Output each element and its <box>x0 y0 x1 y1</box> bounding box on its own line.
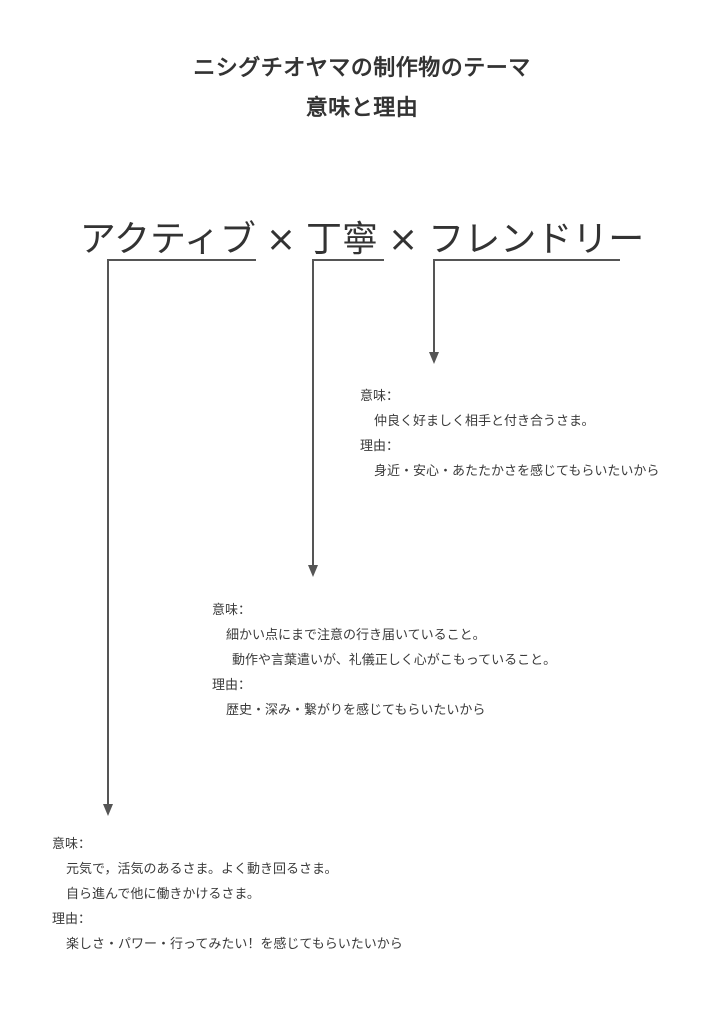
meaning-text: 動作や言葉遣いが、礼儀正しく心がこもっていること。 <box>232 653 557 668</box>
meaning-label: 意味： <box>360 389 400 404</box>
reason-text: 歴史・深み・繋がりを感じてもらいたいから <box>226 703 486 718</box>
arrow-down-icon <box>308 565 318 577</box>
meaning-text: 自ら進んで他に働きかけるさま。 <box>66 887 260 902</box>
keyword-separator: × <box>265 219 296 260</box>
meaning-label: 意味： <box>212 603 252 618</box>
teinei-description: 意味： 細かい点にまで注意の行き届いていること。 動作や言葉遣いが、礼儀正しく心… <box>212 598 556 723</box>
active-description: 意味： 元気で，活気のあるさま。よく動き回るさま。 自ら進んで他に働きかけるさま… <box>52 832 403 957</box>
keyword-teinei: 丁寧 <box>306 219 379 260</box>
page-subtitle: 意味と理由 <box>305 96 419 121</box>
friendly-description: 意味： 仲良く好ましく相手と付き合うさま。 理由： 身近・安心・あたたかさを感じ… <box>360 384 659 484</box>
reason-label: 理由： <box>212 678 252 693</box>
theme-keywords: アクティブ×丁寧×フレンドリー <box>0 210 724 262</box>
keyword-active: アクティブ <box>79 219 256 260</box>
page-title: ニシグチオヤマの制作物のテーマ <box>193 56 531 81</box>
arrow-down-icon <box>429 352 439 364</box>
keyword-friendly: フレンドリー <box>428 219 645 260</box>
arrow-down-icon <box>103 804 113 816</box>
keyword-separator: × <box>388 219 419 260</box>
meaning-label: 意味： <box>52 837 92 852</box>
connector-teinei <box>312 259 384 567</box>
reason-text: 楽しさ・パワー・行ってみたい！を感じてもらいたいから <box>66 937 403 952</box>
reason-text: 身近・安心・あたたかさを感じてもらいたいから <box>374 464 660 479</box>
meaning-text: 元気で，活気のあるさま。よく動き回るさま。 <box>66 862 338 877</box>
reason-label: 理由： <box>52 912 92 927</box>
reason-label: 理由： <box>360 439 400 454</box>
meaning-text: 仲良く好ましく相手と付き合うさま。 <box>374 414 595 429</box>
connector-active <box>107 259 256 806</box>
meaning-text: 細かい点にまで注意の行き届いていること。 <box>226 628 486 643</box>
connector-friendly <box>433 259 620 354</box>
